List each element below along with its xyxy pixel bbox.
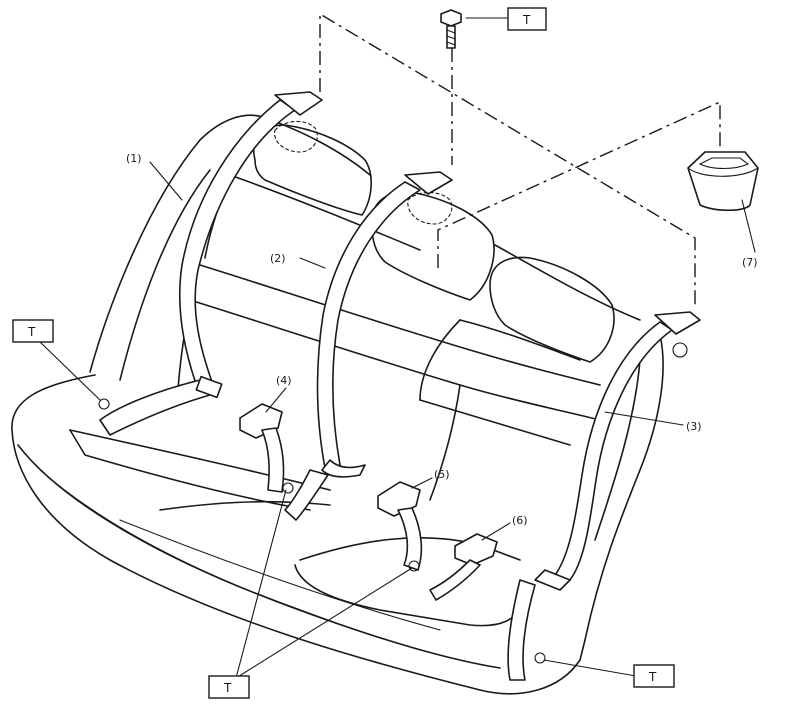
seat-back [89,114,664,641]
belt-center [284,171,453,521]
belt-left-outer [98,91,323,436]
explosion-lines [319,12,721,305]
torque-mark-bottom-center: T [208,675,250,699]
torque-mark-bottom-right-text: T [648,670,657,684]
callout-4: (4) [276,374,292,387]
leader-lines [39,17,684,679]
callout-2: (2) [270,252,286,265]
torque-mark-bottom-right: T [633,664,675,688]
callouts: (1) (2) (3) (4) (5) (6) (7) [126,152,758,527]
retractor-center [407,191,453,225]
headrest-left [253,124,372,216]
seat-cushion [11,374,586,695]
buckle-5 [377,481,423,572]
callout-3: (3) [686,420,702,433]
callout-6: (6) [512,514,528,527]
callout-1: (1) [126,152,142,165]
torque-mark-bottom-center-text: T [223,681,232,695]
torque-mark-left-text: T [27,325,36,339]
torque-mark-left: T [12,319,54,343]
callout-5: (5) [434,468,450,481]
headrest-right [489,256,615,363]
belt-right [507,311,701,681]
retractor-left [274,120,318,153]
torque-mark-top-text: T [522,13,531,27]
buckle-4 [239,403,294,494]
part-7-bezel [687,151,759,253]
buckle-6 [429,533,498,601]
callout-7: (7) [742,256,758,269]
torque-mark-top: T [507,7,547,31]
top-bolt [440,9,462,49]
